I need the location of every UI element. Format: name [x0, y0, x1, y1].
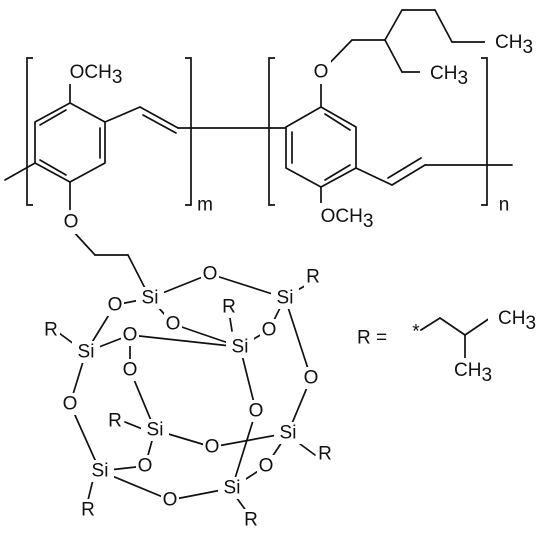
cage-silicon: Si: [78, 342, 95, 363]
cage-oxygen: O: [123, 360, 138, 381]
ether-oxygen-left: O: [64, 212, 79, 233]
repeat-index-n: n: [499, 195, 510, 216]
cage-silicon: Si: [92, 461, 109, 482]
r-definition-label: R =: [357, 328, 387, 349]
atom-labels: OCH3 OCH3 O O CH3 CH3 m n Si Si Si Si Si…: [44, 32, 536, 531]
cage-silicon: Si: [142, 288, 159, 309]
cage-substituent: R: [44, 320, 58, 341]
cage-silicon: Si: [147, 420, 164, 441]
cage-silicon: Si: [280, 423, 297, 444]
repeat-unit-brackets: [26, 57, 488, 206]
cage-oxygen: O: [163, 490, 178, 511]
ether-oxygen-right: O: [314, 62, 329, 83]
label-backgrounds: [42, 30, 546, 531]
bracket-n-left: [268, 57, 275, 206]
ethyl-methyl-label: CH3: [430, 63, 468, 89]
cage-oxygen: O: [123, 325, 138, 346]
cage-oxygen: O: [108, 295, 123, 316]
cage-substituent: R: [318, 444, 332, 465]
cage-oxygen: O: [203, 264, 218, 285]
cage-substituent: R: [81, 500, 95, 521]
cage-oxygen: O: [249, 401, 264, 422]
cage-silicon: Si: [232, 337, 249, 358]
isobutyl-methyl-label: CH3: [498, 308, 536, 334]
cage-oxygen: O: [262, 320, 277, 341]
isobutyl-methyl-label: CH3: [454, 360, 492, 386]
cage-oxygen: O: [138, 456, 153, 477]
bracket-n-right: [481, 57, 488, 206]
cage-substituent: R: [108, 411, 122, 432]
cage-substituent: R: [306, 267, 320, 288]
bracket-m-right: [185, 57, 192, 206]
cage-oxygen: O: [63, 394, 78, 415]
repeat-index-m: m: [197, 195, 213, 216]
attachment-point-marker: *: [412, 322, 420, 343]
cage-silicon: Si: [224, 478, 241, 499]
cage-oxygen: O: [259, 456, 274, 477]
cage-oxygen: O: [166, 314, 181, 335]
cage-substituent: R: [244, 510, 258, 531]
terminal-methyl-label: CH3: [495, 32, 533, 58]
cage-substituent: R: [222, 297, 236, 318]
cage-silicon: Si: [277, 288, 294, 309]
methoxy-bottom-label: OCH3: [321, 206, 374, 232]
cage-oxygen: O: [205, 437, 220, 458]
bracket-m-left: [26, 57, 33, 206]
methoxy-top-label: OCH3: [70, 62, 123, 88]
cage-oxygen: O: [304, 368, 319, 389]
